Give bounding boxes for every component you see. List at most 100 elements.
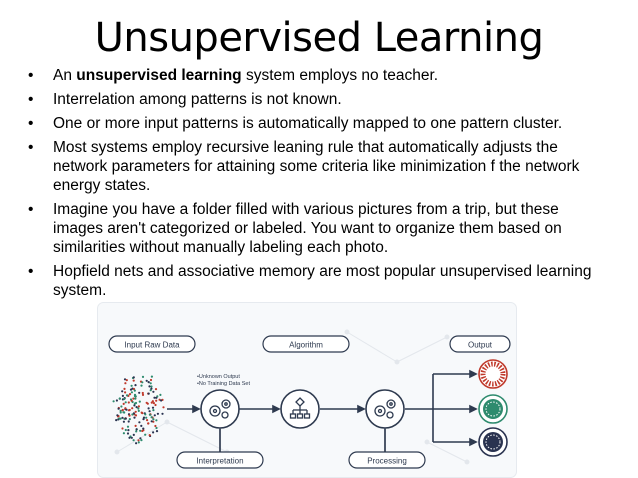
bullet-text: An [53, 67, 77, 84]
data-point [142, 418, 145, 421]
data-point [119, 411, 122, 414]
data-point [150, 375, 153, 378]
data-point [128, 414, 131, 417]
data-point [125, 394, 129, 397]
data-point [150, 385, 153, 388]
data-point [121, 416, 124, 419]
data-point [155, 426, 158, 430]
data-point [155, 419, 158, 422]
data-point [144, 413, 147, 416]
bullet-text: One or more input patterns is automatica… [53, 115, 563, 132]
data-point [124, 417, 127, 420]
data-point [155, 399, 158, 402]
data-point [147, 381, 150, 384]
bullet-item: Most systems employ recursive leaning ru… [26, 138, 601, 195]
input-raw-data-label-box: Input Raw Data [108, 335, 196, 353]
data-point [130, 384, 133, 387]
data-point [152, 390, 155, 393]
unknown-output-note: •Unknown Output [197, 374, 240, 380]
data-point [139, 437, 142, 440]
data-point [122, 432, 125, 435]
data-point [149, 382, 152, 385]
data-point [128, 393, 132, 396]
data-point [126, 425, 130, 428]
data-point [150, 387, 153, 390]
data-point [140, 424, 143, 427]
data-point [152, 402, 155, 405]
bullet-text-tail: system employs no teacher. [241, 67, 439, 84]
output-label-box: Output [449, 335, 511, 353]
data-point [141, 393, 145, 396]
data-point [134, 395, 137, 398]
data-point [145, 416, 148, 419]
data-point [124, 407, 127, 410]
data-point [139, 429, 142, 432]
interpretation-label: Interpretation [196, 457, 243, 466]
data-point [127, 401, 130, 404]
data-point [123, 387, 126, 390]
data-point [124, 428, 127, 432]
interpretation-label-box: Interpretation [176, 428, 264, 469]
data-point [117, 407, 120, 410]
page-title: Unsupervised Learning [94, 15, 544, 61]
output-label: Output [468, 341, 493, 350]
data-point [141, 375, 145, 378]
output-cluster-navy [478, 427, 508, 457]
data-point [122, 411, 125, 414]
data-point [150, 420, 153, 423]
data-point [137, 439, 140, 442]
data-point [151, 400, 154, 403]
data-point [140, 384, 143, 387]
bullet-text: Imagine you have a folder filled with va… [53, 201, 562, 256]
data-point [121, 408, 124, 412]
data-point [134, 414, 138, 417]
data-point [147, 392, 150, 395]
data-point [135, 442, 138, 445]
data-point [134, 397, 137, 400]
output-cluster-green [478, 394, 508, 424]
data-point [154, 403, 157, 407]
data-point [138, 391, 141, 394]
data-point [154, 388, 158, 391]
flowchart-icon [289, 397, 311, 419]
data-point [119, 409, 122, 412]
bullet-text: Most systems employ recursive leaning ru… [53, 139, 580, 194]
data-point [134, 424, 137, 427]
data-point [125, 379, 128, 382]
data-point [132, 439, 135, 442]
data-point [152, 409, 155, 412]
data-point [140, 439, 143, 442]
bullet-list: An unsupervised learning system employs … [26, 66, 601, 305]
data-point [141, 381, 144, 384]
bullet-item: An unsupervised learning system employs … [26, 66, 601, 85]
data-point [122, 420, 125, 423]
data-point [118, 417, 121, 420]
data-point [121, 390, 124, 393]
data-point [126, 432, 130, 435]
data-point [128, 418, 131, 421]
data-point [130, 399, 133, 402]
processing-label: Processing [367, 457, 407, 466]
data-point [147, 422, 150, 425]
data-point [124, 382, 127, 385]
gear-node-1 [200, 389, 240, 429]
bullet-bold-text: unsupervised learning [76, 67, 242, 84]
data-point [118, 397, 121, 400]
data-point [132, 433, 135, 436]
data-point [134, 401, 138, 405]
algorithm-label-box: Algorithm [262, 335, 350, 353]
data-point [148, 413, 151, 416]
no-training-data-note: •No Training Data Set [197, 381, 250, 387]
data-point [137, 409, 140, 412]
bullet-text: Interrelation among patterns is not know… [53, 91, 342, 108]
data-point [152, 431, 155, 434]
data-point [138, 421, 141, 424]
data-point [144, 433, 147, 436]
data-point [155, 396, 158, 399]
data-point [115, 419, 118, 422]
data-point [128, 436, 131, 439]
data-point [148, 410, 151, 413]
data-point [131, 407, 134, 410]
data-point [138, 400, 141, 403]
data-point [123, 378, 127, 381]
